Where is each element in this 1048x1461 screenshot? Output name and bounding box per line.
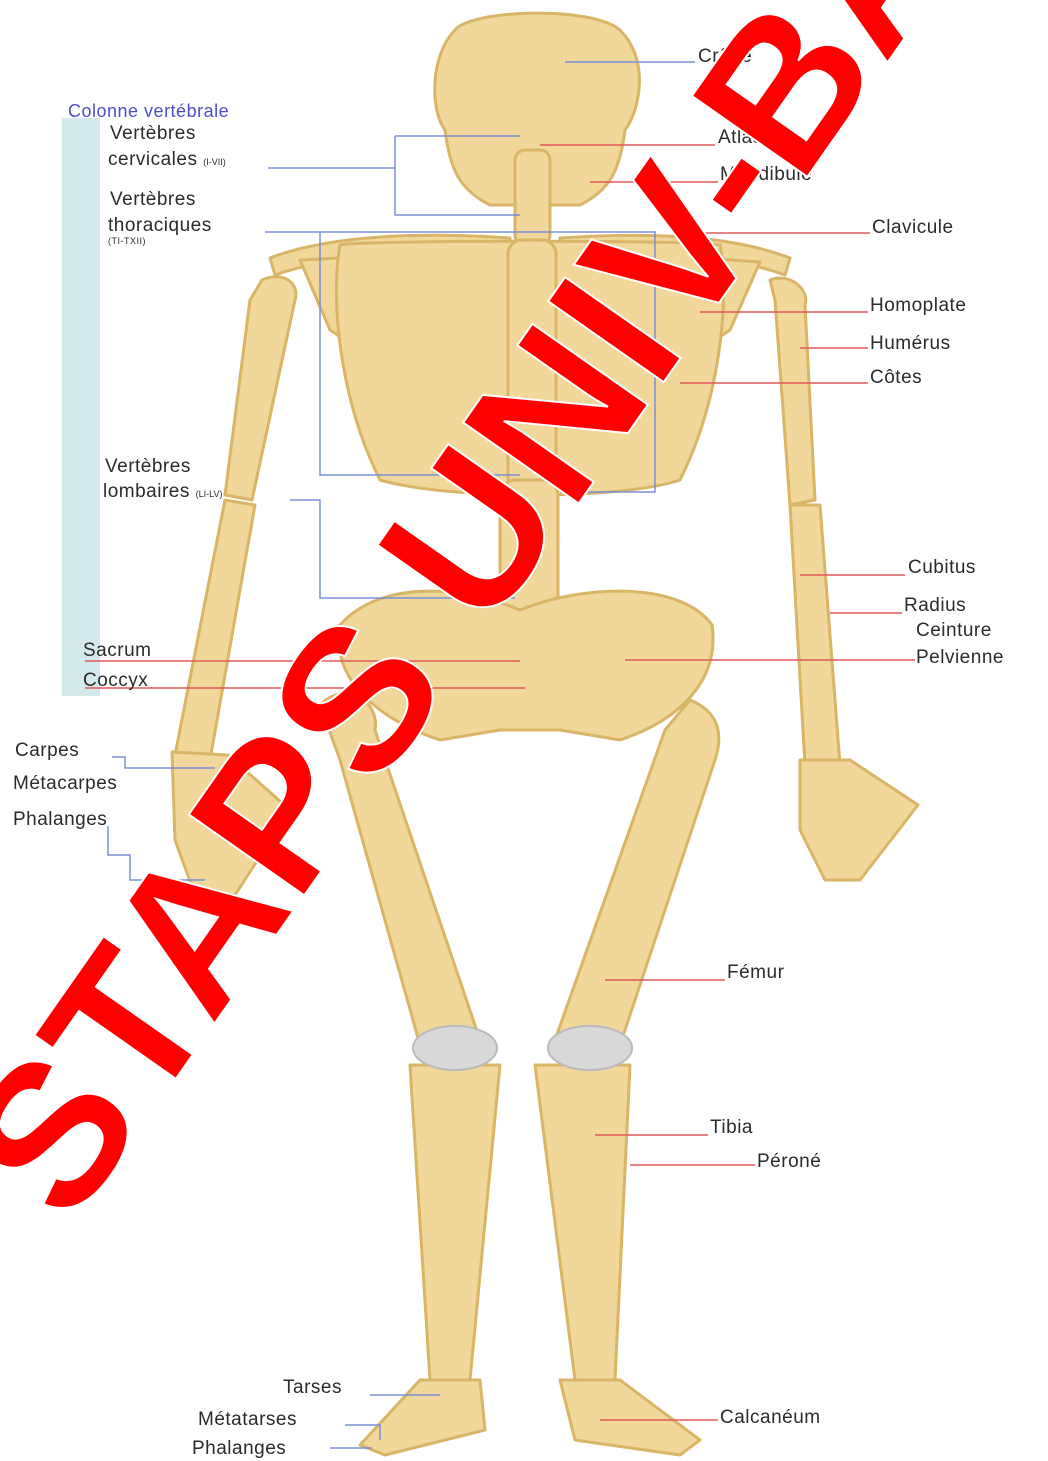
hand-right xyxy=(800,760,918,880)
forearm-left xyxy=(175,500,255,760)
label-section-spine: Colonne vertébrale xyxy=(68,102,229,120)
lumbar-spine xyxy=(500,480,558,615)
label-thoracic-sub: (TI-TXII) xyxy=(108,237,146,246)
femur-left xyxy=(320,694,480,1045)
hand-left xyxy=(172,752,290,895)
label-homoplate: Homoplate xyxy=(870,296,966,315)
label-lumbar-2: lombaires (LI-LV) xyxy=(103,482,223,501)
cervical-spine xyxy=(515,150,550,245)
label-sacrum: Sacrum xyxy=(83,641,151,660)
label-calcaneum: Calcanéum xyxy=(720,1408,821,1427)
label-mandibule: Mandibule xyxy=(720,165,812,184)
lower-leg-left xyxy=(410,1065,500,1380)
knee-right xyxy=(548,1026,632,1070)
label-metacarpes: Métacarpes xyxy=(13,774,117,793)
lower-leg-right xyxy=(535,1065,630,1380)
label-cervical-1: Vertèbres xyxy=(110,124,196,143)
label-tibia: Tibia xyxy=(710,1118,753,1137)
label-atlas-sub: (C I) xyxy=(769,135,787,145)
label-crane: Crâne xyxy=(698,47,752,66)
label-humerus: Humérus xyxy=(870,334,951,353)
label-ceinture-2: Pelvienne xyxy=(916,648,1004,667)
femur-right xyxy=(555,700,719,1045)
humerus-left xyxy=(225,277,296,500)
label-metatarses: Métatarses xyxy=(198,1410,297,1429)
label-tarses: Tarses xyxy=(283,1378,342,1397)
thoracic-spine xyxy=(508,240,556,490)
label-femur: Fémur xyxy=(727,963,784,982)
pelvis xyxy=(339,591,713,740)
label-atlas: Atlas (C I) xyxy=(718,128,786,147)
label-thoracic-2: thoraciques xyxy=(108,216,212,235)
label-lumbar-1: Vertèbres xyxy=(105,457,191,476)
label-coccyx: Coccyx xyxy=(83,671,148,690)
label-perone: Péroné xyxy=(757,1152,821,1171)
label-cervical-sub: (I-VII) xyxy=(203,157,226,167)
label-phalanges-foot: Phalanges xyxy=(192,1439,286,1458)
foot-left xyxy=(360,1380,485,1455)
label-radius: Radius xyxy=(904,596,966,615)
label-cubitus: Cubitus xyxy=(908,558,976,577)
label-ceinture-1: Ceinture xyxy=(916,621,992,640)
label-thoracic-1: Vertèbres xyxy=(110,190,196,209)
knee-left xyxy=(413,1026,497,1070)
label-clavicule: Clavicule xyxy=(872,218,954,237)
label-phalanges-hand: Phalanges xyxy=(13,810,107,829)
label-cotes: Côtes xyxy=(870,368,922,387)
foot-right xyxy=(560,1380,700,1455)
forearm-right xyxy=(790,505,840,765)
label-carpes: Carpes xyxy=(15,741,79,760)
leader-lombaires xyxy=(290,500,515,598)
label-cervical-2: cervicales (I-VII) xyxy=(108,150,226,169)
label-lumbar-sub: (LI-LV) xyxy=(196,489,223,499)
